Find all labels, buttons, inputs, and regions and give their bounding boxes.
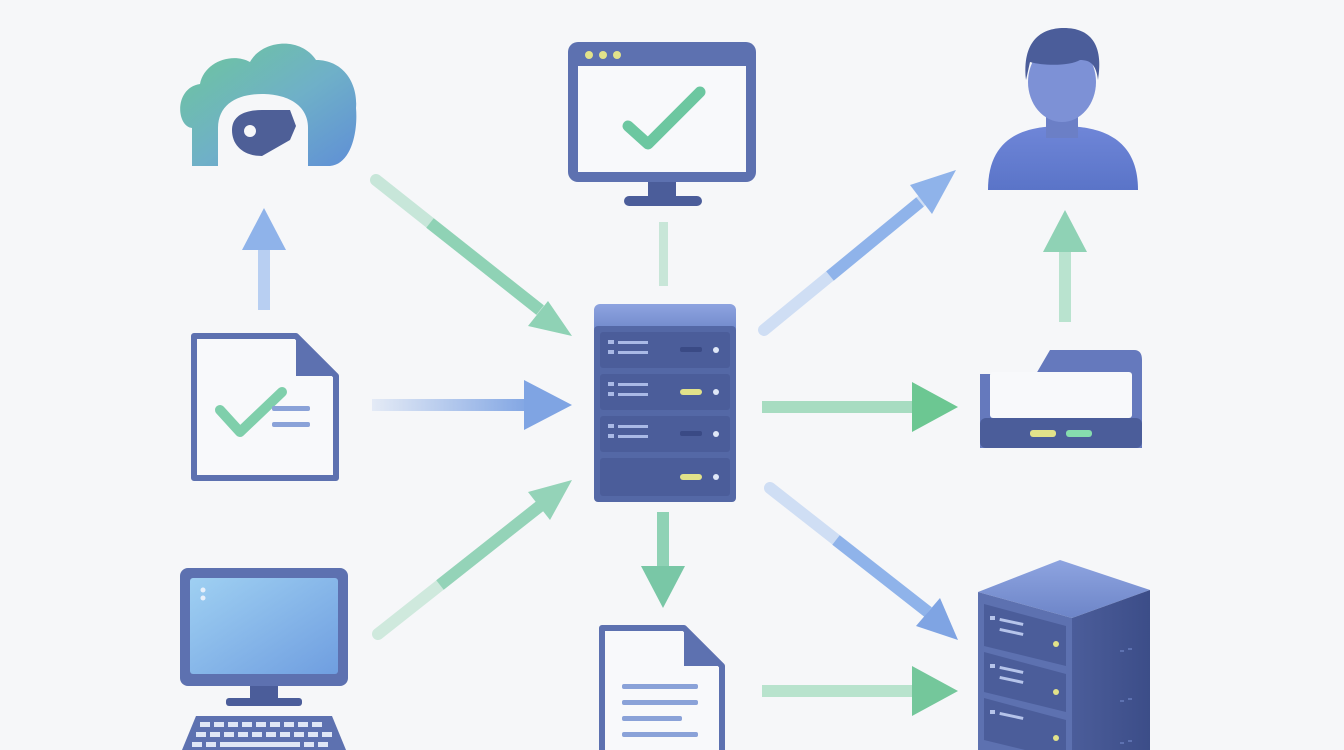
desktop-computer-icon bbox=[180, 568, 348, 750]
storage-drive-icon bbox=[980, 350, 1142, 448]
server-3d-icon bbox=[978, 560, 1150, 750]
arrow-server-to-server3d bbox=[764, 482, 958, 640]
arrow-storage-to-user bbox=[1043, 210, 1087, 322]
arrow-server-to-storage bbox=[762, 382, 958, 432]
arrow-server-to-document bbox=[641, 512, 685, 608]
monitor-check-icon bbox=[568, 42, 756, 206]
arrow-server-to-user bbox=[758, 170, 956, 336]
cloud-lock-icon bbox=[180, 43, 357, 167]
arrow-cloud-to-server bbox=[370, 174, 572, 336]
arrow-document-to-cloud bbox=[242, 208, 286, 310]
server-rack-icon bbox=[594, 304, 736, 502]
arrow-document-to-server3d bbox=[762, 666, 958, 716]
user-icon bbox=[988, 28, 1138, 190]
arrow-desktop-to-server bbox=[372, 480, 572, 640]
document-check-icon bbox=[191, 333, 339, 481]
arrow-document-to-server bbox=[372, 380, 572, 430]
arrow-monitor-to-server bbox=[659, 222, 668, 286]
connection-arrows bbox=[242, 170, 1087, 716]
document-icon bbox=[599, 625, 725, 750]
